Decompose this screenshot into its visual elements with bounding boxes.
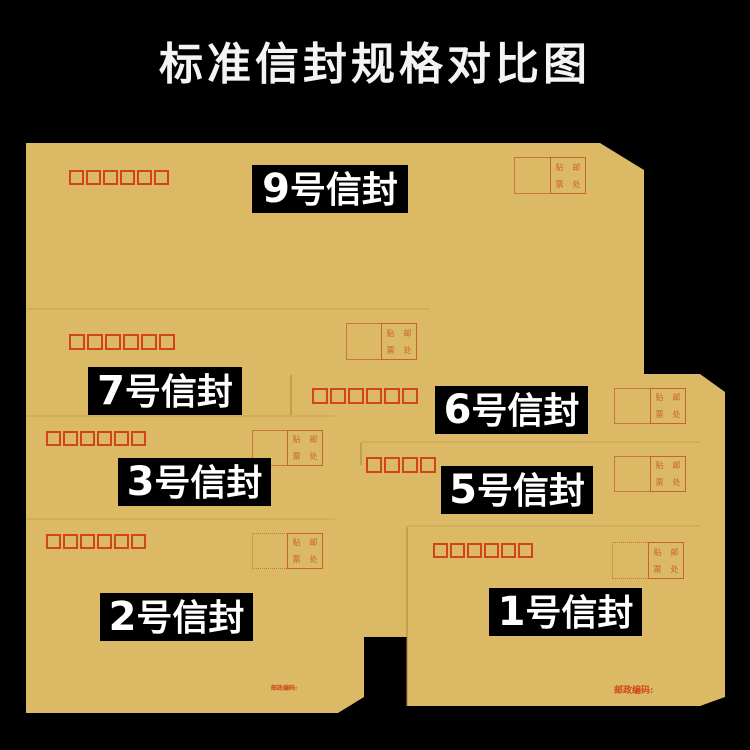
envelope-5-postcode-boxes [366, 457, 436, 473]
stamp-char: 处 [672, 478, 681, 487]
envelope-1-postcode-boxes [433, 543, 533, 558]
stamp-char: 票 [555, 179, 564, 189]
stamp-char: 票 [655, 410, 664, 419]
envelope-2-postcode-boxes [46, 534, 146, 549]
envelope-3-postcode-boxes [46, 431, 146, 446]
envelope-1-zip-label: 邮政编码: [614, 686, 654, 696]
envelope-6-stamp-area: 贴邮 票处 [614, 388, 686, 424]
envelope-6-label: 6号信封 [435, 386, 588, 434]
envelope-5-label: 5号信封 [441, 466, 593, 514]
stamp-char: 处 [572, 179, 581, 189]
stamp-char: 处 [670, 564, 679, 574]
envelope-3-label: 3号信封 [118, 458, 271, 506]
stamp-char: 票 [386, 345, 395, 355]
envelope-2-zip-label: 邮政编码: [271, 685, 298, 692]
stamp-char: 邮 [670, 547, 679, 557]
stamp-char: 贴 [292, 435, 301, 444]
envelope-7-label: 7号信封 [88, 367, 242, 415]
stamp-char: 邮 [572, 162, 581, 172]
envelope-1-stamp-area: 贴邮 票处 [612, 542, 684, 579]
stamp-char: 票 [655, 478, 664, 487]
envelope-9-stamp-area: 贴邮 票处 [514, 157, 586, 194]
stamp-char: 贴 [386, 328, 395, 338]
stamp-char: 处 [309, 555, 318, 564]
stamp-char: 贴 [653, 547, 662, 557]
stamp-char: 票 [653, 564, 662, 574]
envelope-1-label: 1号信封 [489, 588, 642, 636]
envelope-7-stamp-area: 贴邮 票处 [346, 323, 417, 360]
stamp-char: 票 [292, 555, 301, 564]
envelope-9-postcode-boxes [69, 170, 169, 185]
envelope-6-postcode-boxes [312, 388, 418, 404]
envelope-7-postcode-boxes [69, 334, 175, 350]
stamp-char: 贴 [292, 538, 301, 547]
stamp-char: 邮 [672, 461, 681, 470]
stamp-char: 处 [309, 452, 318, 461]
stamp-char: 邮 [309, 435, 318, 444]
stamp-char: 处 [672, 410, 681, 419]
stamp-char: 邮 [309, 538, 318, 547]
stamp-char: 贴 [555, 162, 564, 172]
stamp-char: 邮 [672, 393, 681, 402]
stamp-char: 处 [403, 345, 412, 355]
page-title: 标准信封规格对比图 [159, 39, 591, 90]
envelope-5-stamp-area: 贴邮 票处 [614, 456, 686, 492]
envelope-2-label: 2号信封 [100, 593, 253, 641]
stamp-char: 票 [292, 452, 301, 461]
envelope-9-label: 9号信封 [252, 165, 408, 213]
stamp-char: 邮 [403, 328, 412, 338]
stamp-char: 贴 [655, 393, 664, 402]
stamp-char: 贴 [655, 461, 664, 470]
envelope-2-stamp-area: 贴邮 票处 [252, 533, 323, 569]
